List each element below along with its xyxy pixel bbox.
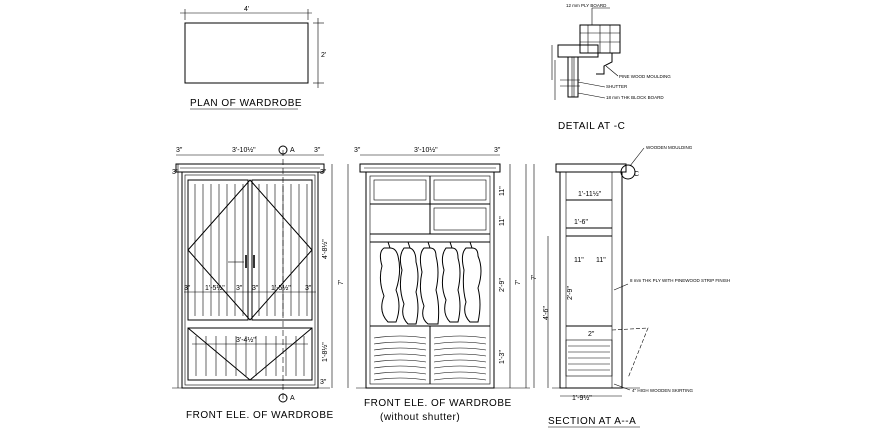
section-dim-7: 1'-9½" [572,394,592,402]
drawer-width: 3'-4½" [236,336,256,344]
plan-of-wardrobe: 4' 2' PLAN OF WARDROBE [180,6,326,110]
section-dim-6: 2" [588,331,595,338]
open-cornice-right: 3" [494,147,501,154]
open-total-height: 7' [515,280,522,285]
left-shutter [187,179,249,321]
detail-note-moulding: PINE WOOD MOULDING [619,74,671,79]
detail-c-marker [620,164,636,180]
front-plinth: 3" [320,379,327,386]
section-dim-9: 7' [531,275,538,280]
front-upper-height: 4'-8½" [321,239,329,259]
open-shelf-dim-1: 11" [499,186,506,196]
section-dim-8: 4'-6" [543,306,550,320]
open-top-width: 3'-10½" [414,146,438,154]
front-elevation: A A 3'-10½" 3" 3" 4'-8½" 7' 1'-8½" 3" 3"… [172,145,349,421]
section-title: SECTION AT A--A [548,416,636,427]
section-marker-top [278,145,288,155]
open-cornice-left: 3" [354,147,361,154]
door-dim-6: 3" [305,285,312,292]
diamond-inlay [187,179,313,321]
open-shelf-dim-3: 2'-9" [499,278,506,292]
drawer-front [187,327,313,381]
door-dim-4: 3" [252,285,259,292]
section-carcass [559,171,623,389]
front-cornice-height: 3" [320,169,327,176]
section-dim-5: 2'-9" [567,286,574,300]
door-dim-5: 1'-5½" [271,284,291,292]
detail-at-c: 12 mm PLY BOARD PINE WOOD MOULDING SHUTT… [551,3,671,132]
detail-note-shutter: SHUTTER [606,84,628,89]
section-dim-3: 11" [574,257,584,264]
plan-outline [184,22,309,84]
section-note-skirting: 4" HIGH WOODEN SKIRTING [632,388,694,393]
hanging-clothes [379,241,482,325]
detail-c-marker-label: C [634,171,639,178]
carcass [181,171,319,389]
section-dim-2: 1'-6" [574,219,588,226]
open-shelf-dim-2: 11" [499,216,506,226]
front-left-cornice: 3" [172,169,179,176]
section-marker-bottom-label: A [290,395,295,402]
open-subtitle: (without shutter) [380,412,460,423]
plan-title: PLAN OF WARDROBE [190,98,302,109]
section-dim-4: 11" [596,257,606,264]
front-cornice-left: 3" [176,147,183,154]
detail-title: DETAIL AT -C [558,121,625,132]
front-elevation-open: 3'-10½" 3" 3" 11" 11" 2'-9" 1'-3" 7' FRO… [354,146,530,423]
section-note-moulding: WOODEN MOULDING [646,145,693,150]
section-dim-1: 1'-11½" [578,190,602,198]
front-drawer-height: 1'-8½" [321,342,329,362]
open-title: FRONT ELE. OF WARDROBE [364,398,512,409]
open-shelf-dim-4: 1'-3" [499,350,506,364]
section-cornice [555,163,627,173]
plan-depth-dim: 2' [321,52,326,59]
section-a-a: C WOODEN MOULDING 8 mm THK PLY WITH PINE… [531,145,730,428]
front-top-width: 3'-10½" [232,146,256,154]
right-shutter [251,179,313,321]
door-dim-2: 1'-5½" [205,284,225,292]
folded-clothes [373,335,487,381]
detail-note-blockboard: 18 mm THK BLOCK BOARD [606,95,664,100]
front-cornice-right: 3" [314,147,321,154]
door-dim-3: 3" [236,285,243,292]
front-total-height: 7' [338,280,345,285]
section-marker-bottom [278,393,288,403]
plan-width-dim: 4' [244,6,249,13]
section-marker-top-label: A [290,147,295,154]
detail-note-ply: 12 mm PLY BOARD [566,3,607,8]
door-dim-1: 3" [184,285,191,292]
front-title: FRONT ELE. OF WARDROBE [186,410,334,421]
section-note-ply: 8 mm THK PLY WITH PINEWOOD STRIP FINISH [630,278,730,283]
